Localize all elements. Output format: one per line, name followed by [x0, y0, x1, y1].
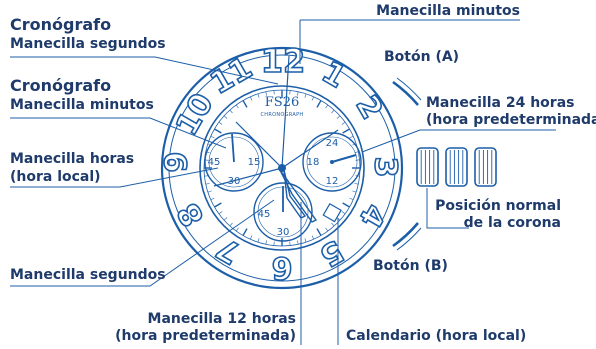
bezel-number-9: 9: [160, 152, 195, 173]
bottom-subdial-45: 45: [258, 209, 271, 220]
minute-tick: [250, 96, 253, 101]
minute-tick: [316, 100, 322, 108]
brand-logo: FS26 CHRONOGRAPH: [261, 95, 304, 118]
crown-group: [416, 147, 497, 229]
label-12h-l1: Manecilla 12 horas: [148, 311, 296, 327]
minute-tick: [218, 121, 223, 125]
left-subdial-45: 45: [208, 157, 221, 168]
right-subdial-24: 24: [326, 138, 339, 149]
minute-tick: [257, 93, 260, 98]
minute-tick: [331, 222, 335, 227]
right-subdial-12: 12: [326, 176, 339, 187]
minute-tick: [205, 183, 210, 185]
label-chrono-seconds-sub: Manecilla segundos: [10, 36, 166, 52]
minute-tick: [342, 128, 350, 134]
label-hour-hand-l2: (hora local): [10, 169, 101, 185]
minute-tick: [341, 211, 346, 215]
minute-tick: [242, 100, 248, 108]
minute-tick: [223, 115, 228, 119]
label-crown-l2: de la corona: [464, 215, 561, 231]
minute-tick: [229, 222, 233, 227]
minute-tick: [229, 109, 233, 114]
right-subdial-18: 18: [307, 157, 320, 168]
bottom-subdial: 45 30: [253, 182, 313, 242]
bezel-number-3: 3: [368, 157, 403, 178]
bezel-number-5: 5: [314, 232, 350, 273]
minute-tick: [214, 202, 222, 208]
bezel-number-11: 11: [205, 51, 259, 102]
minute-tick: [265, 91, 267, 96]
label-chrono-minutes-title: Cronógrafo: [10, 76, 111, 95]
minute-tick: [235, 227, 239, 232]
minute-tick: [207, 190, 212, 193]
button-b-inner: [396, 227, 422, 251]
minute-tick: [304, 93, 307, 98]
minute-tick: [304, 238, 307, 243]
minute-tick: [336, 115, 341, 119]
minute-tick: [223, 217, 228, 221]
minute-tick: [218, 211, 223, 215]
label-seconds-hand: Manecilla segundos: [10, 267, 166, 283]
label-24h-l2: (hora predeterminada): [426, 112, 596, 128]
button-a: [392, 80, 419, 106]
minute-tick: [325, 227, 329, 232]
minute-tick: [331, 109, 335, 114]
label-12h-l2: (hora predeterminada): [115, 328, 296, 344]
left-subdial-30: 30: [228, 176, 241, 187]
minute-tick: [311, 235, 314, 240]
button-a-inner: [396, 77, 422, 101]
brand-name: FS26: [265, 95, 299, 110]
label-calendar: Calendario (hora local): [346, 328, 526, 344]
minute-tick: [354, 183, 359, 185]
left-subdial: 45 15 30: [204, 132, 264, 192]
minute-tick: [210, 136, 215, 139]
labels: Cronógrafo Manecilla segundos Cronógrafo…: [10, 3, 596, 344]
minute-tick: [265, 240, 267, 245]
minute-tick: [214, 128, 222, 134]
label-button-a: Botón (A): [384, 49, 459, 65]
minute-tick: [349, 136, 354, 139]
label-hour-hand-l1: Manecilla horas: [10, 151, 134, 167]
minute-tick: [210, 197, 215, 200]
minute-tick: [311, 96, 314, 101]
minute-tick: [341, 121, 346, 125]
bezel-number-12: 12: [261, 42, 306, 80]
minute-tick: [349, 197, 354, 200]
label-chrono-seconds-title: Cronógrafo: [10, 15, 111, 34]
right-subdial: 24 18 12: [302, 132, 362, 192]
minute-tick: [316, 228, 322, 236]
leader-lines: [10, 19, 556, 345]
bezel-number-10: 10: [170, 88, 221, 142]
minute-tick: [325, 104, 329, 109]
label-chrono-minutes-sub: Manecilla minutos: [10, 97, 154, 113]
label-minutes-hand: Manecilla minutos: [376, 3, 520, 19]
minute-tick: [250, 235, 253, 240]
label-24h-l1: Manecilla 24 horas: [426, 95, 574, 111]
button-b: [392, 222, 419, 248]
bezel-number-2: 2: [348, 90, 389, 126]
minute-tick: [297, 240, 299, 245]
date-window: [322, 202, 342, 223]
minute-tick: [297, 91, 299, 96]
main-hands: [213, 55, 339, 223]
minute-tick: [235, 104, 239, 109]
bezel-number-6: 6: [272, 250, 293, 285]
brand-subtitle: CHRONOGRAPH: [261, 112, 304, 118]
bezel-numbers: 12 1 2 3 4 5 6 7 8 9 10 11: [159, 41, 404, 285]
minute-tick: [342, 202, 350, 208]
label-crown-l1: Posición normal: [435, 198, 561, 214]
label-button-b: Botón (B): [373, 258, 448, 274]
minute-tick: [257, 238, 260, 243]
minute-tick: [352, 190, 357, 193]
bezel-number-7: 7: [211, 229, 247, 270]
bottom-subdial-30: 30: [277, 227, 290, 238]
minute-tick: [242, 228, 248, 236]
left-subdial-15: 15: [248, 157, 261, 168]
